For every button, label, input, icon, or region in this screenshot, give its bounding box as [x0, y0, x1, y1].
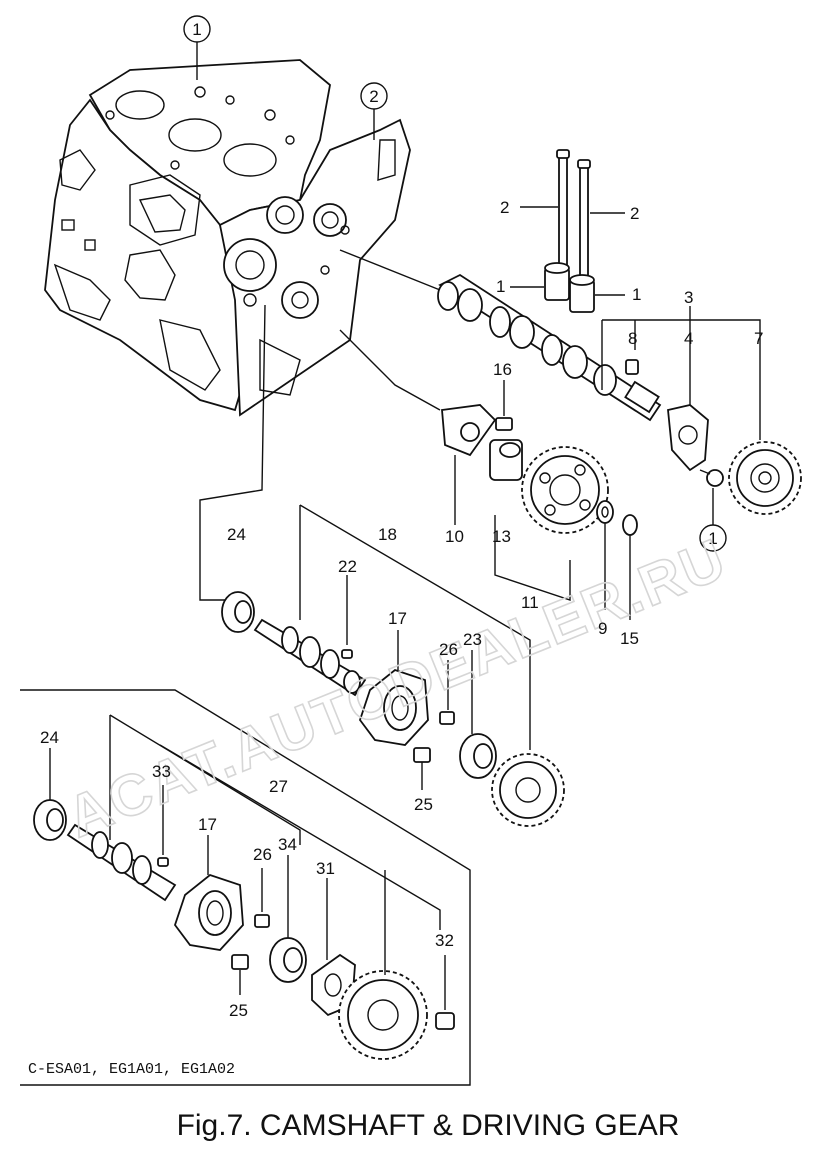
- cylinder-block: [44, 59, 411, 417]
- label-bolt-32: 32: [435, 931, 454, 950]
- label-bolt-16: 16: [493, 360, 512, 379]
- bolt-26b: [254, 868, 270, 928]
- label-snap-ring: 15: [620, 629, 639, 648]
- bearing-housing-17a: [358, 630, 429, 746]
- bearing-housing-17b: [173, 835, 244, 951]
- label-housing-17a: 17: [388, 609, 407, 628]
- svg-text:1: 1: [708, 529, 717, 548]
- bolt-26a: [439, 660, 455, 725]
- drive-gear-lower: [338, 870, 428, 1060]
- key-33: [157, 785, 169, 867]
- svg-text:2: 2: [369, 87, 378, 106]
- washer-9: [596, 500, 614, 524]
- label-bearing-34: 34: [278, 835, 297, 854]
- label-bushing: 13: [492, 527, 511, 546]
- label-key-22: 22: [338, 557, 357, 576]
- idler-gear: [521, 446, 609, 534]
- circled-ref-gear-bolt: 1: [699, 488, 727, 552]
- label-tappet-left: 1: [496, 277, 505, 296]
- idler-shaft-bracket: [441, 404, 497, 457]
- bolt-32: [435, 955, 455, 1030]
- bolt-cam-gear: [699, 469, 724, 487]
- circled-ref-block: 1: [183, 15, 211, 80]
- bolt-16: [495, 380, 513, 431]
- watermark: ACAT.AUTODEALER.RU: [58, 526, 735, 850]
- label-bearing-23: 23: [463, 630, 482, 649]
- thrust-plate: [667, 404, 709, 472]
- label-bolt-26b: 26: [253, 845, 272, 864]
- label-collar-31: 31: [316, 859, 335, 878]
- circled-ref-gearcase: 2: [360, 82, 388, 140]
- push-rod-left: [556, 149, 570, 266]
- bearing-23: [459, 650, 497, 779]
- label-thrust-plate: 4: [684, 329, 693, 348]
- label-housing-17b: 17: [198, 815, 217, 834]
- label-camshaft-gear: 7: [754, 329, 763, 348]
- bearing-24b: [33, 799, 67, 841]
- label-shaft-assy-18: 18: [378, 525, 397, 544]
- label-key: 8: [628, 329, 637, 348]
- camshaft-gear: [728, 441, 802, 515]
- push-rod-right: [577, 159, 591, 281]
- label-washer: 9: [598, 619, 607, 638]
- label-bolt-26a: 26: [439, 640, 458, 659]
- drive-shaft-upper: [253, 618, 367, 697]
- label-idler-gear-assy: 11: [521, 593, 539, 612]
- snap-ring-15: [622, 514, 638, 620]
- label-camshaft-assy: 3: [684, 288, 693, 307]
- bearing-34: [269, 855, 307, 983]
- bearing-24a: [221, 591, 255, 633]
- svg-text:1: 1: [192, 20, 201, 39]
- label-push-rod-right: 2: [630, 204, 639, 223]
- label-key-33: 33: [152, 762, 171, 781]
- drive-gear-upper: [491, 753, 565, 827]
- bolt-25a: [413, 747, 431, 790]
- model-variant-note: C-ESA01, EG1A01, EG1A02: [28, 1061, 235, 1078]
- label-shaft-assy-27: 27: [269, 777, 288, 796]
- camshaft: [339, 249, 662, 422]
- part-labels: 2 2 1 1 3 8 4 7 16 10 13 11 9 15 24 22 1…: [40, 198, 763, 1020]
- label-bolt-25b: 25: [229, 1001, 248, 1020]
- label-bolt-25a: 25: [414, 795, 433, 814]
- tappet-left: [544, 262, 570, 301]
- figure-caption: Fig.7. CAMSHAFT & DRIVING GEAR: [177, 1109, 680, 1142]
- label-bearing-24b: 24: [40, 728, 59, 747]
- key-22: [341, 575, 353, 659]
- bushing-13: [489, 439, 523, 481]
- tappet-right: [569, 274, 595, 313]
- drive-shaft-lower: [66, 823, 177, 902]
- label-idler-shaft: 10: [445, 527, 464, 546]
- label-push-rod-left: 2: [500, 198, 509, 217]
- key: [625, 359, 639, 375]
- bolt-25b: [231, 954, 249, 995]
- label-tappet-right: 1: [632, 285, 641, 304]
- label-bearing-24a: 24: [227, 525, 246, 544]
